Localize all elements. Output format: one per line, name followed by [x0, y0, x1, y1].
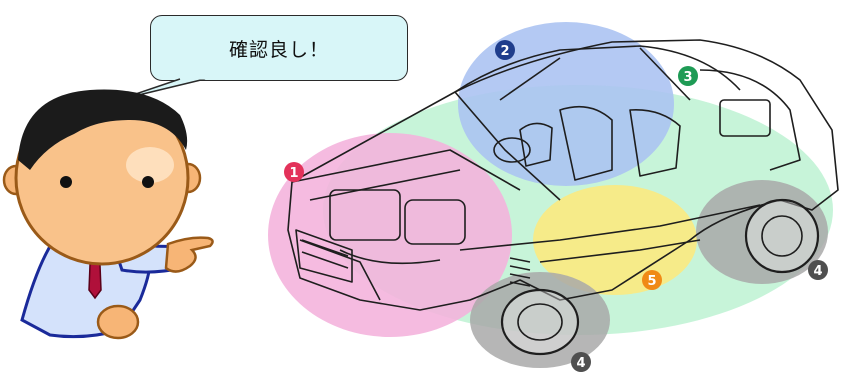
speech-bubble-text: 確認良し！	[228, 38, 329, 61]
zone-1-badge: 1	[284, 162, 304, 182]
zone-4-front-area	[470, 272, 610, 368]
zone-5-area	[533, 185, 697, 295]
zone-4-rear-number: 4	[813, 264, 822, 279]
zone-5-badge-circle	[642, 270, 662, 290]
zone-4-front-badge: 4	[571, 352, 591, 372]
car-cutaway-drawing	[287, 39, 839, 356]
zone-2-badge-circle	[495, 40, 515, 60]
zone-4-front-badge-circle	[571, 352, 591, 372]
speech-bubble: 確認良し！	[150, 15, 408, 81]
zone-4-rear-badge: 4	[808, 260, 828, 280]
zone-1-area	[268, 133, 512, 337]
zone-1-badge-circle	[284, 162, 304, 182]
zone-2-badge: 2	[495, 40, 515, 60]
zone-3-badge: 3	[678, 66, 698, 86]
zone-4-front-number: 4	[576, 356, 585, 371]
zone-5-badge: 5	[642, 270, 662, 290]
zone-2-number: 2	[500, 44, 509, 59]
zone-3-number: 3	[683, 70, 692, 85]
zone-5-number: 5	[647, 274, 656, 289]
zone-3-badge-circle	[678, 66, 698, 86]
zone-4-rear-badge-circle	[808, 260, 828, 280]
man-pointing-figure	[2, 89, 214, 340]
zone-1-number: 1	[289, 166, 298, 181]
